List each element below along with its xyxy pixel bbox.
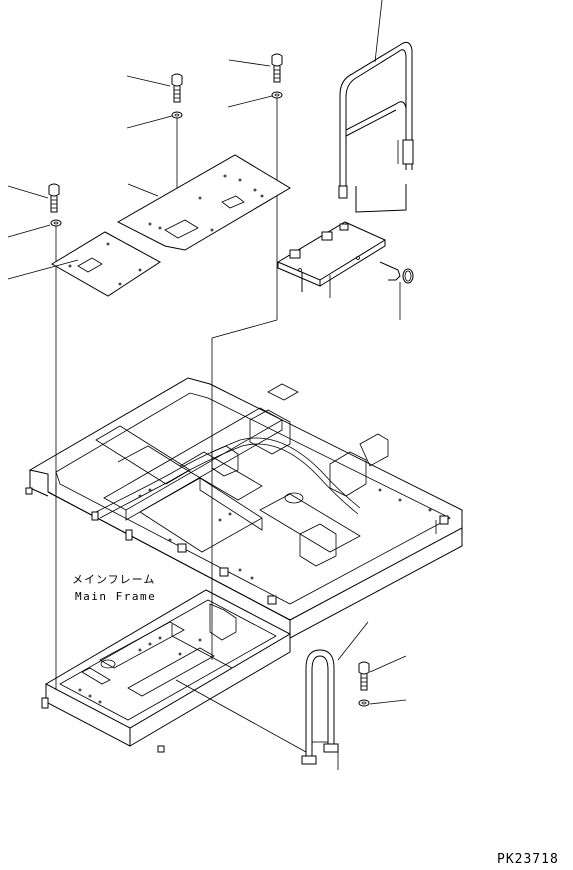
bolt-top-center: [171, 73, 183, 103]
leader-washer-left: [7, 224, 51, 238]
bolt-left: [48, 183, 60, 213]
main-frame-label-en: Main Frame: [75, 590, 157, 603]
cover-plate-upper: [116, 154, 291, 251]
leader-bolt-top-right: [228, 59, 271, 67]
leader-bolt-lower-right: [369, 655, 407, 673]
handrail-lower: [301, 649, 339, 770]
leader-cover-plate-upper: [127, 183, 159, 197]
drawing-number: PK23718: [497, 852, 559, 867]
washer-lower-right: [358, 699, 370, 707]
bolt-top-right: [271, 53, 283, 83]
cover-plate-lower: [51, 231, 161, 297]
washer-top-right: [271, 91, 283, 99]
leader-washer-top-center: [126, 115, 173, 129]
main-frame: [25, 377, 463, 639]
guideline-handrail-lower: [175, 679, 307, 753]
leader-handrail-lower: [337, 621, 369, 661]
leader-washer-top-right: [227, 95, 273, 108]
bolt-lower-right: [358, 661, 370, 691]
leader-washer-lower-right: [369, 699, 407, 705]
washer-left: [50, 219, 62, 227]
bracket: [276, 221, 387, 292]
washer-top-center: [171, 111, 183, 119]
centerline-top-right-dogleg: [211, 319, 278, 339]
main-frame-label-jp: メインフレーム: [72, 573, 156, 586]
leader-bolt-top-center: [126, 75, 171, 87]
leader-cover-plate-lower: [7, 259, 79, 280]
handrail-upper: [338, 41, 414, 213]
bolt-bracket: [379, 261, 414, 284]
extension-frame: [41, 589, 292, 753]
leader-handrail-upper: [374, 0, 383, 63]
leader-bolt-left: [7, 185, 49, 199]
